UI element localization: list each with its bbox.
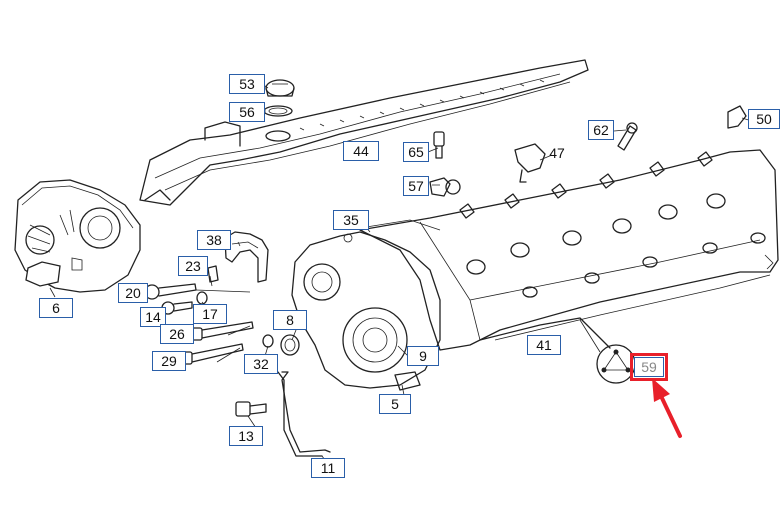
highlight-box bbox=[630, 353, 668, 381]
part-11-pipe bbox=[277, 371, 331, 457]
part-20-bolt bbox=[144, 283, 197, 300]
callout-23: 23 bbox=[178, 256, 208, 276]
callout-47: 47 bbox=[549, 145, 565, 161]
part-6-timing-cover bbox=[14, 179, 141, 293]
callout-57: 57 bbox=[403, 176, 429, 196]
part-50-sensor bbox=[727, 105, 747, 129]
callout-6: 6 bbox=[39, 298, 73, 318]
part-62-sensor bbox=[617, 122, 638, 151]
part-13-bolt bbox=[235, 401, 267, 417]
callout-14: 14 bbox=[140, 307, 166, 327]
callout-35: 35 bbox=[333, 210, 369, 230]
part-14-bolt bbox=[161, 301, 193, 315]
part-65-sensor bbox=[433, 131, 445, 159]
callout-41: 41 bbox=[527, 335, 561, 355]
callout-44: 44 bbox=[343, 141, 379, 161]
callout-20: 20 bbox=[118, 283, 148, 303]
callout-32: 32 bbox=[244, 354, 278, 374]
callout-62: 62 bbox=[588, 120, 614, 140]
part-53-oil-cap bbox=[265, 79, 295, 97]
part-38-bracket bbox=[224, 231, 269, 283]
callout-38: 38 bbox=[197, 230, 231, 250]
part-57-sensor bbox=[429, 177, 461, 197]
part-32-oring bbox=[262, 334, 274, 348]
part-41-gasket-line bbox=[479, 317, 611, 349]
part-23-clip bbox=[207, 265, 219, 283]
callout-56: 56 bbox=[229, 102, 265, 122]
part-29-bolt bbox=[179, 343, 244, 365]
callout-50: 50 bbox=[748, 109, 780, 129]
callout-29: 29 bbox=[152, 351, 186, 371]
callout-53: 53 bbox=[229, 74, 265, 94]
part-44-intake-cover bbox=[139, 59, 589, 206]
part-41-head-cover bbox=[359, 149, 779, 351]
callout-8: 8 bbox=[273, 310, 307, 330]
callout-26: 26 bbox=[160, 324, 194, 344]
part-26-bolt bbox=[189, 321, 254, 341]
part-8-seal bbox=[280, 334, 300, 356]
part-56-seal-ring bbox=[263, 105, 293, 117]
callout-11: 11 bbox=[311, 458, 345, 478]
callout-9: 9 bbox=[407, 346, 439, 366]
part-47-injector bbox=[514, 143, 546, 183]
callout-59: 59 bbox=[634, 357, 664, 377]
part-59-plug bbox=[579, 319, 636, 384]
callout-65: 65 bbox=[403, 142, 429, 162]
callout-17: 17 bbox=[193, 304, 227, 324]
callout-5: 5 bbox=[379, 394, 411, 414]
callout-13: 13 bbox=[229, 426, 263, 446]
